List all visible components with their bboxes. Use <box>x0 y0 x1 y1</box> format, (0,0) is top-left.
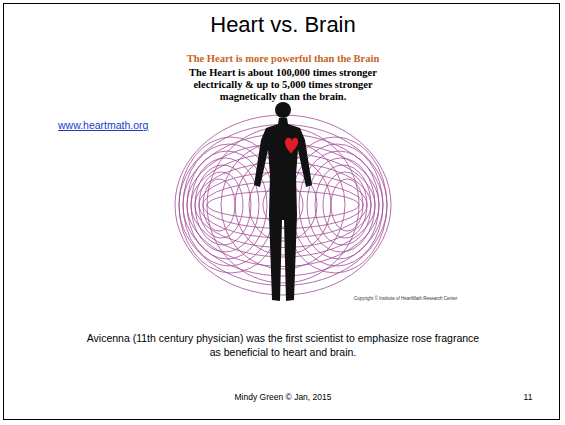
page-number: 11 <box>518 392 538 402</box>
figure-head <box>275 102 291 118</box>
footer-text: Mindy Green © Jan, 2015 <box>183 392 383 402</box>
field-line <box>315 165 371 245</box>
fact-text: The Heart is about 100,000 times stronge… <box>183 67 383 103</box>
field-line <box>195 165 251 245</box>
figure-body <box>254 118 312 301</box>
field-line <box>299 151 379 259</box>
slide-title: Heart vs. Brain <box>83 12 483 38</box>
caption-text: Avicenna (11th century physician) was th… <box>83 331 483 359</box>
human-figure <box>254 102 312 301</box>
field-line <box>331 179 363 231</box>
field-line <box>203 179 235 231</box>
field-line <box>187 151 267 259</box>
copyright-note: Copyright © Institute of HeartMath Resea… <box>354 296 494 301</box>
heart-symbol <box>285 138 298 154</box>
headline: The Heart is more powerful than the Brai… <box>153 53 413 64</box>
url-link: www.heartmath.org <box>58 119 178 131</box>
